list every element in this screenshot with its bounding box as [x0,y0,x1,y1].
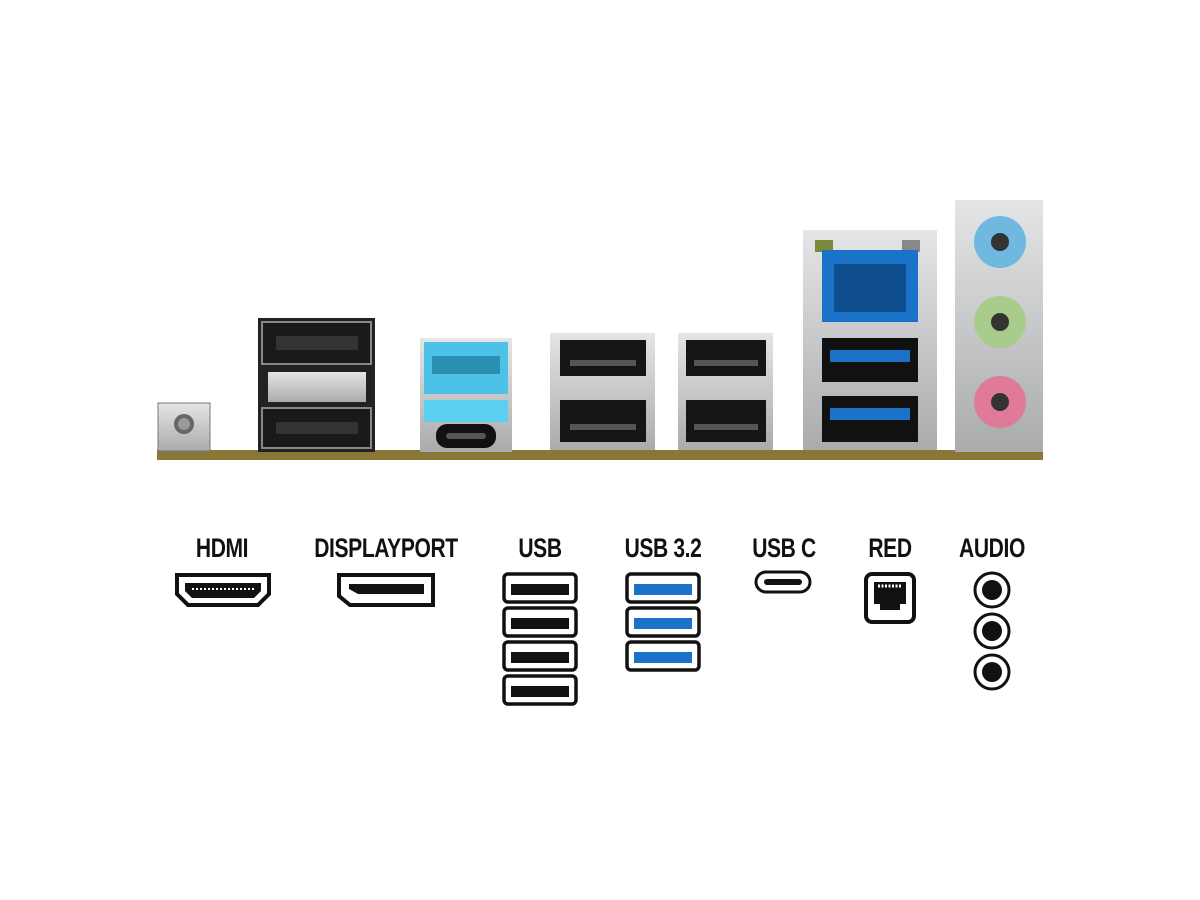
hdmi-icon [175,573,271,607]
usb32-port-icon [625,572,701,604]
usb-port-icon [502,606,578,638]
label-displayport: DISPLAYPORT [314,533,458,563]
displayport-hdmi-stack [258,318,375,452]
usb-port-icon [502,640,578,672]
usb-c-usb-stack [420,338,512,452]
ethernet-icon [864,572,916,624]
label-hdmi: HDMI [195,533,249,563]
usb-stack-2 [678,333,773,450]
audio-jack-icon [973,612,1011,650]
audio-jack-icon [973,571,1011,609]
usb32-icon-group [625,572,701,674]
label-usb-c: USB C [752,533,816,563]
label-audio: AUDIO [959,533,1025,563]
audio-icon-group [972,570,1012,693]
audio-jack-icon [973,653,1011,691]
audio-jacks [955,200,1043,452]
usb32-port-icon [625,640,701,672]
pcb-edge [157,450,1043,460]
usb-stack-1 [550,333,655,450]
clear-cmos-button [157,402,211,452]
label-usb-3-2: USB 3.2 [624,533,702,563]
label-usb: USB [518,533,562,563]
lan-usb3-stack [803,230,937,450]
usb-port-icon [502,674,578,706]
label-red: RED [868,533,912,563]
usb-icon-group [502,572,578,708]
usb32-port-icon [625,606,701,638]
displayport-icon [337,573,435,607]
usb-port-icon [502,572,578,604]
usb-c-icon [754,570,812,594]
io-panel-photo [157,200,1043,460]
